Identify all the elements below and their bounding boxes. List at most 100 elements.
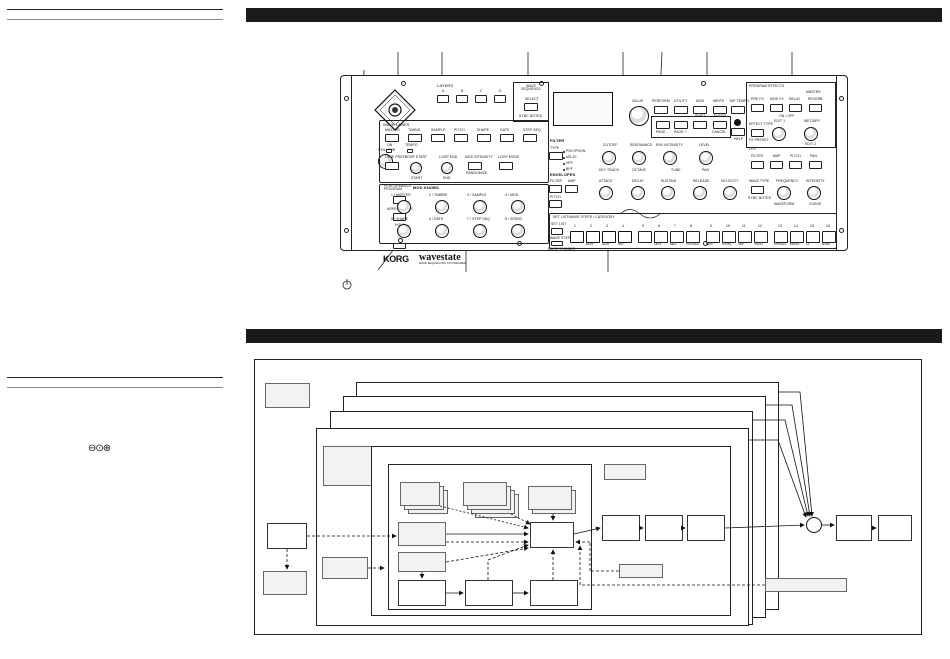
- step-button-4[interactable]: [618, 231, 632, 243]
- step-button-9[interactable]: [706, 231, 720, 243]
- wave-lane-button-sample[interactable]: [431, 134, 445, 142]
- help-button[interactable]: [731, 128, 745, 136]
- select-label: SELECT: [525, 97, 539, 101]
- wave-lane-button-pitch[interactable]: [454, 134, 468, 142]
- rack-ear-right: [836, 75, 848, 251]
- step-button-1[interactable]: [570, 231, 584, 243]
- env-intensity-knob[interactable]: [663, 151, 677, 165]
- wave-sequence-select-button[interactable]: [524, 103, 538, 111]
- edit-1-knob[interactable]: [772, 127, 786, 141]
- wave-lane-button-master[interactable]: [385, 134, 399, 142]
- screw: [539, 81, 544, 86]
- step-button-16[interactable]: [822, 231, 836, 243]
- mod-knob-3[interactable]: [473, 200, 487, 214]
- lfo-amp-button[interactable]: [770, 161, 783, 169]
- env-filter-button[interactable]: [549, 185, 562, 193]
- velocity-label: VELOCITY: [721, 179, 739, 183]
- mod-knob-label-4: 4 / MOD: [505, 193, 519, 197]
- wave-lane-button-gate[interactable]: [500, 134, 514, 142]
- sustain-knob[interactable]: [661, 186, 675, 200]
- loop-start-knob[interactable]: [410, 162, 422, 174]
- reverb-button[interactable]: [809, 104, 822, 112]
- lfo-pitch-button[interactable]: [789, 161, 802, 169]
- step-button-3[interactable]: [602, 231, 616, 243]
- mod-knob-1[interactable]: [397, 200, 411, 214]
- mod-knob-7[interactable]: [473, 224, 487, 238]
- hold-indicator: [398, 238, 403, 243]
- tempo-button[interactable]: [407, 149, 413, 153]
- step-button-14[interactable]: [790, 231, 804, 243]
- pre-fx-button[interactable]: [751, 104, 764, 112]
- step-button-8[interactable]: [686, 231, 700, 243]
- lfo-filter-button[interactable]: [751, 161, 764, 169]
- tap-tempo-button[interactable]: [731, 106, 745, 114]
- perform-button[interactable]: [654, 106, 668, 114]
- arpeggiator-button[interactable]: [393, 213, 406, 221]
- decay-knob[interactable]: [631, 186, 645, 200]
- mod-intensity-button[interactable]: [468, 162, 482, 170]
- step-button-15[interactable]: [806, 231, 820, 243]
- wave-type-button[interactable]: [751, 186, 764, 194]
- write-button[interactable]: [713, 106, 727, 114]
- loop-mode-button[interactable]: [499, 162, 513, 170]
- mod-knob-5[interactable]: [397, 224, 411, 238]
- cutoff-knob[interactable]: [602, 151, 616, 165]
- page-plus-button[interactable]: [674, 121, 688, 129]
- velocity-knob[interactable]: [723, 186, 737, 200]
- attack-knob[interactable]: [599, 186, 613, 200]
- screw: [839, 96, 844, 101]
- mod-button[interactable]: [693, 106, 707, 114]
- sustain-label: SUSTAIN: [661, 179, 677, 183]
- lane-stack-1: [400, 482, 440, 506]
- page-minus-button[interactable]: [656, 121, 670, 129]
- loop-end-label: LOOP END: [439, 155, 458, 159]
- frequency-knob[interactable]: [777, 186, 791, 200]
- layer-c-button[interactable]: [475, 95, 487, 103]
- lane-prefs-button[interactable]: [385, 162, 399, 170]
- step-button-10[interactable]: [722, 231, 736, 243]
- utility-button[interactable]: [674, 106, 688, 114]
- effect-type-button[interactable]: [751, 129, 764, 137]
- env-pitch-button[interactable]: [549, 200, 562, 208]
- resonance-knob[interactable]: [632, 151, 646, 165]
- mod-knob-4[interactable]: [511, 200, 525, 214]
- step-button-6[interactable]: [654, 231, 668, 243]
- lfo-pan-button[interactable]: [809, 161, 822, 169]
- mod-knob-6[interactable]: [435, 224, 449, 238]
- loop-end-knob[interactable]: [441, 162, 453, 174]
- on-button[interactable]: [386, 149, 392, 153]
- wave-sequence-label: WAVE SEQUENCE: [521, 84, 541, 92]
- shift-button[interactable]: [693, 121, 707, 129]
- cancel-label: CANCEL: [712, 130, 727, 134]
- mod-fx-button[interactable]: [770, 104, 783, 112]
- filter-type-button[interactable]: [549, 152, 563, 160]
- step-button-5[interactable]: [638, 231, 652, 243]
- set-list-button[interactable]: [551, 228, 563, 235]
- intensity-knob[interactable]: [807, 186, 821, 200]
- release-knob[interactable]: [693, 186, 707, 200]
- value-knob[interactable]: [629, 106, 649, 126]
- step-button-11[interactable]: [738, 231, 752, 243]
- layer-d-button[interactable]: [494, 95, 506, 103]
- enter-button[interactable]: [713, 121, 727, 129]
- env-amp-button[interactable]: [565, 185, 578, 193]
- mod-knob-8[interactable]: [511, 224, 525, 238]
- edit-1-label: EDIT 1: [774, 119, 786, 123]
- step-button-7[interactable]: [670, 231, 684, 243]
- page-minus-label: PAGE -: [656, 130, 668, 134]
- layer-a-button[interactable]: [437, 95, 449, 103]
- wave-steps-button[interactable]: [551, 241, 563, 246]
- delay-label: DELAY: [789, 97, 801, 101]
- wet-dry-knob[interactable]: [804, 127, 818, 141]
- mod-knob-2[interactable]: [435, 200, 449, 214]
- delay-button[interactable]: [789, 104, 802, 112]
- wave-lane-button-timing[interactable]: [408, 134, 422, 142]
- step-button-2[interactable]: [586, 231, 600, 243]
- step-button-12[interactable]: [754, 231, 768, 243]
- wave-lane-button-shape[interactable]: [477, 134, 491, 142]
- layer-b-button[interactable]: [456, 95, 468, 103]
- screw: [344, 96, 349, 101]
- step-button-13[interactable]: [774, 231, 788, 243]
- amp-level-knob[interactable]: [699, 151, 713, 165]
- wave-lane-button-step-seq[interactable]: [523, 134, 537, 142]
